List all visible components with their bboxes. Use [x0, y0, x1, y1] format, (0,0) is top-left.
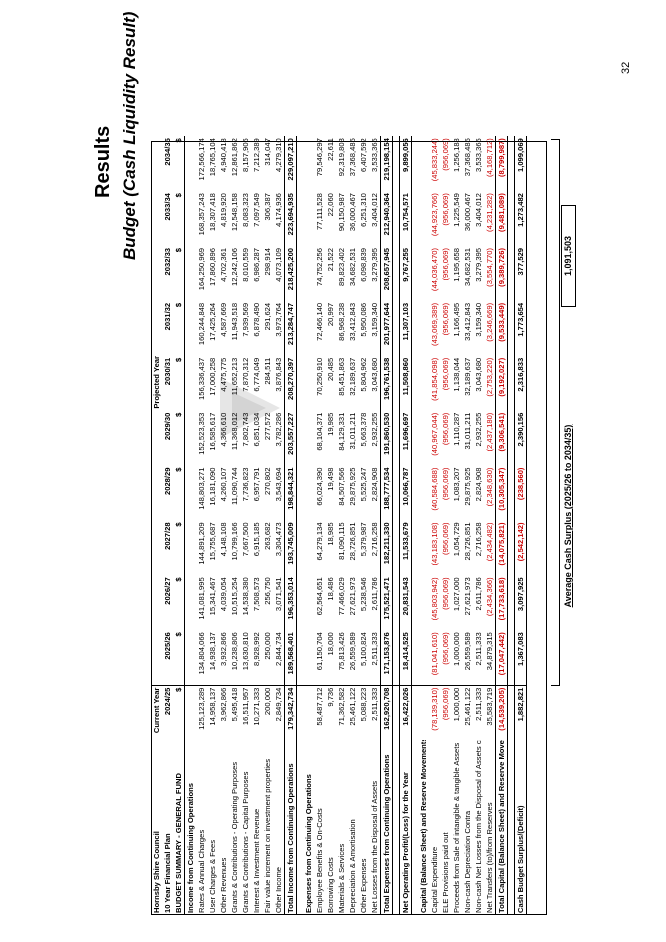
average-cash-surplus: Average Cash Surplus (2025/26 to 2034/35…	[547, 139, 607, 915]
average-label: Average Cash Surplus (2025/26 to 2034/35…	[563, 424, 573, 608]
table-frame	[151, 141, 547, 915]
budget-subheading: Budget (Cash Liquidity Result)	[120, 11, 139, 260]
average-bracket	[551, 139, 560, 686]
average-value: 1,091,503	[561, 205, 576, 307]
results-heading: Results	[92, 125, 114, 198]
council-logo-watermark	[220, 378, 280, 438]
page-number: 32	[620, 61, 632, 74]
